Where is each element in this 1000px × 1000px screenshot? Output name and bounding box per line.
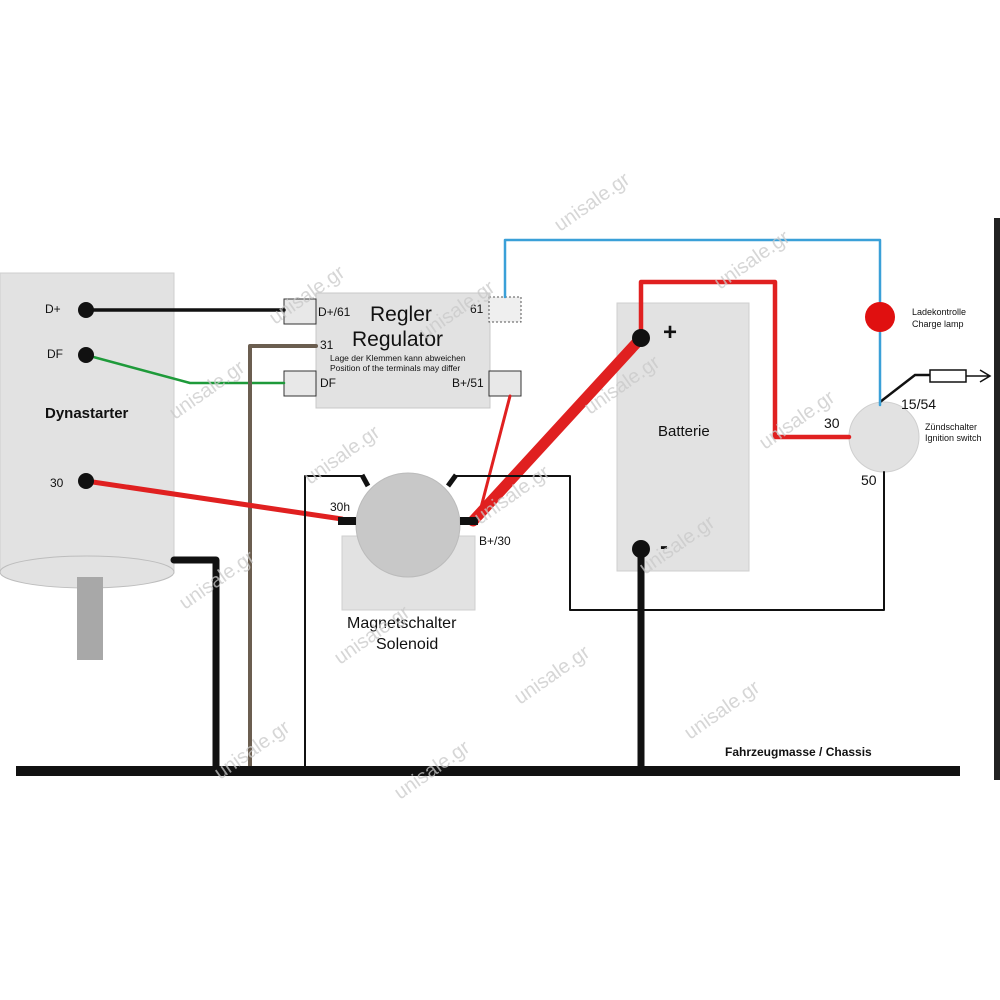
regulator-note-en: Position of the terminals may differ <box>330 363 460 373</box>
wire-b51 <box>476 394 512 521</box>
solenoid: Magnetschalter Solenoid 30h B+/30 <box>330 472 511 653</box>
wire-battery-plus-ignition <box>638 279 852 440</box>
wire-battery-plus-main <box>467 332 647 527</box>
regulator-terminal-b51-box <box>488 370 522 397</box>
regulator-terminal-b51-label: B+/51 <box>452 376 484 390</box>
regulator-terminal-61-box <box>488 296 522 323</box>
regulator-terminal-61-label: 61 <box>470 302 484 316</box>
watermark: unisale.gr <box>680 676 764 744</box>
ignition-switch-lever <box>879 373 930 403</box>
dot-30 <box>78 473 94 489</box>
regulator-terminal-df-label: DF <box>320 376 336 390</box>
wire-31-ground <box>248 344 318 773</box>
watermark: unisale.gr <box>300 421 384 489</box>
wire-starter-ground <box>170 556 220 775</box>
charge-lamp-label-de: Ladekontrolle <box>912 307 966 317</box>
ignition-switch: Zündschalter Ignition switch 30 15/54 50 <box>824 369 992 488</box>
dynastarter-shaft <box>77 577 103 660</box>
wires <box>83 238 885 775</box>
battery-plus-label: + <box>663 319 677 346</box>
charge-lamp-label-en: Charge lamp <box>912 319 964 329</box>
regulator-title-de: Regler <box>370 303 432 326</box>
dynastarter-terminal-df-label: DF <box>47 347 63 361</box>
solenoid-label-en: Solenoid <box>376 636 438 653</box>
frame-edge <box>994 218 1000 780</box>
chassis-bar <box>16 766 960 776</box>
charge-lamp: Ladekontrolle Charge lamp <box>912 307 966 329</box>
dynastarter-label: Dynastarter <box>45 405 129 422</box>
ignition-switch-label-en: Ignition switch <box>925 433 982 443</box>
ignition-terminal-50-label: 50 <box>861 472 877 488</box>
dot-battery-minus <box>632 540 650 558</box>
ignition-terminal-30-label: 30 <box>824 415 840 431</box>
regulator-body <box>315 292 491 409</box>
charge-lamp-bulb <box>865 302 895 332</box>
battery-minus-label: - <box>660 533 668 560</box>
dynastarter-terminal-30-label: 30 <box>50 476 64 490</box>
solenoid-terminal-b30-label: B+/30 <box>479 534 511 548</box>
wire-solenoid-ground <box>304 475 363 772</box>
dot-df <box>78 347 94 363</box>
dot-dplus <box>78 302 94 318</box>
solenoid-label-de: Magnetschalter <box>347 615 457 632</box>
ignition-terminal-1554-label: 15/54 <box>901 396 936 412</box>
regulator-terminal-df-box <box>283 370 317 397</box>
battery-label: Batterie <box>658 423 710 440</box>
chassis-label: Fahrzeugmasse / Chassis <box>725 745 872 759</box>
wire-50-control <box>455 471 885 611</box>
solenoid-contact-left <box>359 473 371 488</box>
dot-battery-plus <box>632 329 650 347</box>
wire-df <box>84 353 286 385</box>
ignition-fuse <box>929 369 967 383</box>
regulator-terminal-d61-label: D+/61 <box>318 305 351 319</box>
terminal-dots <box>78 302 650 558</box>
regulator: Regler Regulator Lage der Klemmen kann a… <box>283 292 522 409</box>
ignition-arrow <box>966 369 992 383</box>
solenoid-coil <box>355 472 461 578</box>
watermark: unisale.gr <box>165 356 249 424</box>
regulator-note-de: Lage der Klemmen kann abweichen <box>330 353 466 363</box>
ignition-switch-body <box>848 401 920 473</box>
watermark: unisale.gr <box>510 641 594 709</box>
wire-30-starter <box>83 478 345 522</box>
dynastarter-terminal-dplus-label: D+ <box>45 302 61 316</box>
regulator-title-en: Regulator <box>352 328 443 351</box>
ignition-switch-label-de: Zündschalter <box>925 422 977 432</box>
dynastarter: Dynastarter D+ DF 30 <box>0 272 175 660</box>
solenoid-contact-right <box>445 473 459 488</box>
regulator-terminal-31-label: 31 <box>320 338 334 352</box>
solenoid-terminal-30h-label: 30h <box>330 500 350 514</box>
watermark: unisale.gr <box>550 168 634 236</box>
dynastarter-body <box>0 272 175 574</box>
